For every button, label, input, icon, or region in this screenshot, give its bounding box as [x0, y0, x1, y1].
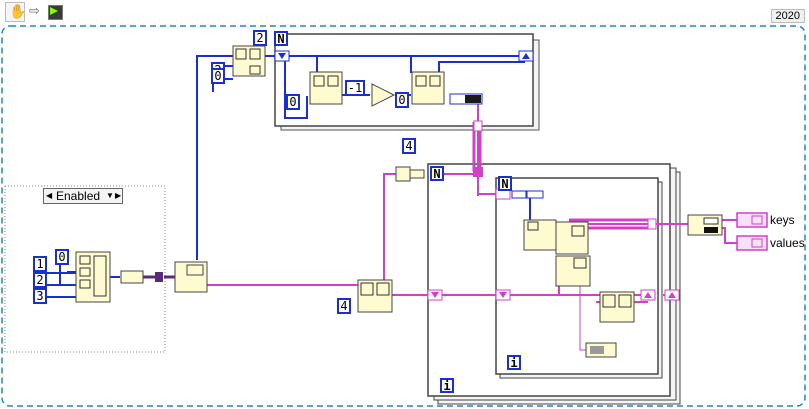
chevron-down-icon[interactable]: ▼	[106, 191, 114, 200]
inner-loop-shift-register-in[interactable]	[495, 289, 511, 301]
multiply-node[interactable]	[395, 166, 425, 182]
step-into-arrow-icon	[50, 7, 58, 15]
outer-structure-border	[1, 25, 806, 407]
build-constant-0[interactable]: 0	[211, 68, 225, 84]
parse-count-constant[interactable]: 4	[402, 138, 416, 154]
array-to-string-node[interactable]	[174, 261, 208, 293]
loop-count-constant[interactable]: 2	[253, 30, 267, 46]
values-label: values	[770, 236, 805, 250]
top-tunnel-out	[473, 120, 483, 132]
array-constant-3[interactable]: 3	[33, 288, 47, 304]
inner-loop-shift-register-out[interactable]	[640, 289, 656, 301]
keys-indicator[interactable]	[736, 212, 768, 228]
disable-structure-frame	[4, 185, 166, 353]
unflatten-node[interactable]	[555, 221, 589, 255]
power-of-2-node[interactable]	[371, 83, 396, 107]
output-tunnel-node[interactable]	[449, 93, 483, 105]
inner-loop-count-terminal[interactable]: N	[498, 176, 512, 191]
outer-tunnel	[473, 167, 483, 177]
outer-loop-count-terminal[interactable]: N	[430, 166, 444, 181]
highlight-execution-icon: ✋	[9, 3, 27, 19]
diagram-disable-selector[interactable]: ◀ Enabled ▼ ▶	[43, 188, 123, 204]
highlight-execution-button[interactable]: ✋	[5, 2, 27, 22]
retain-wire-values-icon: ⇨	[29, 3, 40, 18]
delete-from-string-node[interactable]	[523, 219, 557, 251]
shift-register-left[interactable]	[274, 50, 290, 62]
shift-register-right[interactable]	[518, 50, 534, 62]
outer-loop-iteration-terminal: i	[440, 378, 454, 393]
lookup-node[interactable]	[555, 255, 591, 287]
concat-strings-node[interactable]	[599, 291, 635, 323]
index-array-node-2[interactable]	[411, 71, 445, 105]
inner-constant-neg1[interactable]: -1	[345, 80, 365, 96]
outer-loop-shift-register-out[interactable]	[664, 289, 680, 301]
top-loop-count-terminal[interactable]: N	[274, 31, 288, 46]
array-constant-2[interactable]: 2	[33, 272, 47, 288]
outer-loop-shift-register-in[interactable]	[427, 289, 443, 301]
version-badge: 2020	[770, 9, 805, 23]
index-constant-0[interactable]: 0	[55, 249, 69, 265]
values-indicator[interactable]	[736, 235, 768, 251]
retain-wire-values-button[interactable]: ⇨	[27, 2, 45, 22]
build-array-node[interactable]	[75, 251, 111, 303]
increment-arrow-icon[interactable]: ▶	[115, 191, 122, 200]
flatten-to-string-node[interactable]	[120, 270, 144, 284]
keys-label: keys	[770, 213, 795, 227]
selector-value: Enabled	[56, 189, 101, 203]
loop-tunnel-out	[647, 218, 657, 230]
width-constant-4[interactable]: 4	[337, 298, 351, 314]
map-node[interactable]	[687, 214, 723, 236]
inner-constant-0-b[interactable]: 0	[395, 92, 409, 108]
inner-constant-0-a[interactable]: 0	[286, 94, 300, 110]
array-constant-1[interactable]: 1	[33, 256, 47, 272]
string-length-node[interactable]	[585, 342, 617, 358]
step-into-button[interactable]	[46, 2, 64, 22]
inner-loop-iteration-terminal: i	[507, 355, 521, 370]
decrement-arrow-icon[interactable]: ◀	[46, 191, 53, 200]
index-array-node-1[interactable]	[309, 71, 343, 105]
wire-junction	[155, 272, 163, 282]
split-string-node[interactable]	[357, 279, 393, 313]
replace-subset-node[interactable]	[232, 45, 266, 77]
